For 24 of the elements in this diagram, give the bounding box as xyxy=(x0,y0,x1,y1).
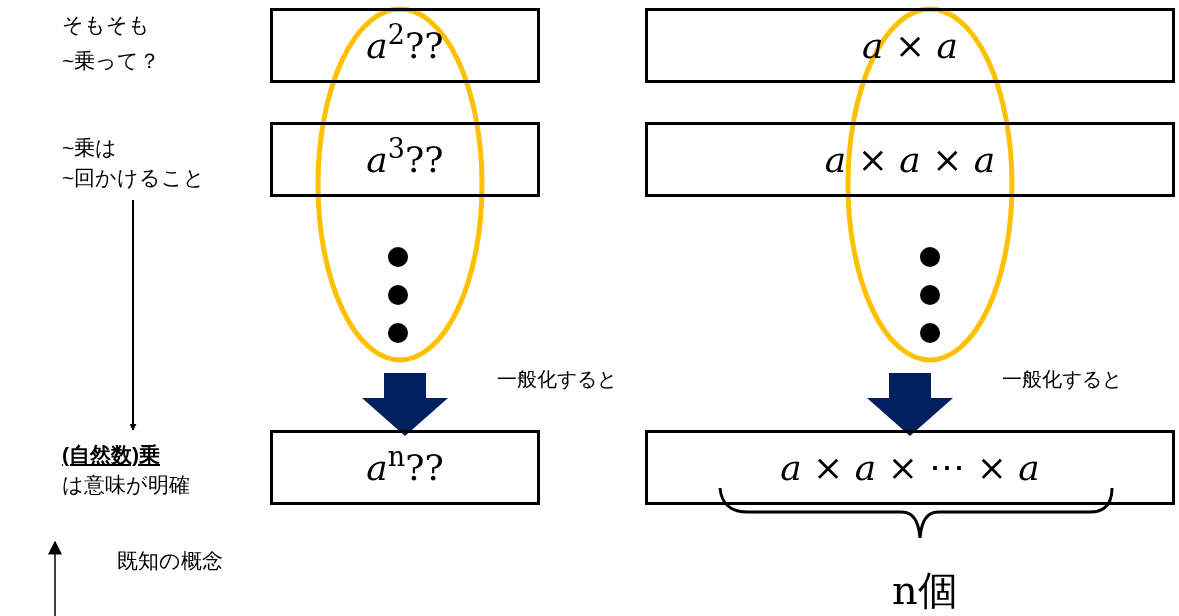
text-label: ~回かけること xyxy=(62,165,206,191)
edge-label: 一般化すると xyxy=(497,367,617,392)
formula: a × a × ⋯ × a xyxy=(780,449,1040,486)
text-label: ~乗って？ xyxy=(62,48,162,74)
text-label: ~乗は xyxy=(62,134,118,161)
formula: a × a × a xyxy=(824,141,996,178)
highlight-ellipse xyxy=(845,6,1015,363)
block-arrow xyxy=(362,373,448,436)
block-arrow xyxy=(867,373,953,436)
text-label: 既知の概念 xyxy=(117,548,224,574)
formula-box xyxy=(270,8,540,83)
formula-box xyxy=(645,122,1175,197)
formula-box xyxy=(645,8,1175,83)
formula-box xyxy=(270,430,540,505)
emphasis-text: (自然数)乗 xyxy=(62,441,160,468)
formula: a$^{n}$?? xyxy=(366,449,444,486)
edge-label: 一般化すると xyxy=(1002,367,1122,392)
text-label: そもそも xyxy=(62,12,151,38)
arrow xyxy=(129,199,137,431)
formula-box xyxy=(270,122,540,197)
count-label: n個 xyxy=(891,566,959,615)
text-label: は意味が明確 xyxy=(62,472,190,498)
highlight-ellipse xyxy=(315,6,485,363)
formula-box xyxy=(645,430,1175,505)
